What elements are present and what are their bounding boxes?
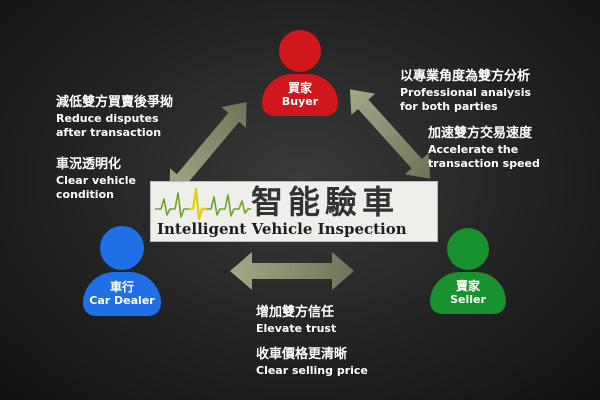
benefit-en-line1: Clear vehicle: [56, 174, 136, 187]
person-icon: [100, 226, 144, 270]
benefit-en-line1: Professional analysis: [400, 86, 532, 99]
car-dealer-label-en: Car Dealer: [89, 294, 155, 307]
benefit-en-line2: condition: [56, 188, 114, 201]
benefit-elevate-trust: 增加雙方信任 Elevate trust: [256, 304, 336, 336]
buyer-label-zh: 買家: [287, 81, 312, 95]
benefit-en-line1: Accelerate the: [428, 143, 519, 156]
benefit-zh: 以專業角度為雙方分析: [400, 69, 531, 84]
benefit-en: Clear selling price: [256, 364, 368, 377]
car-dealer-label-zh: 車行: [109, 280, 134, 294]
benefit-clear-price: 收車價格更清晰 Clear selling price: [256, 346, 368, 378]
seller-label-box: 賣家 Seller: [430, 272, 506, 314]
logo-banner: 智能驗車 Intelligent Vehicle Inspection: [150, 181, 438, 242]
logo-title-en: Intelligent Vehicle Inspection: [157, 220, 407, 238]
logo-title-zh: 智能驗車: [251, 183, 400, 221]
seller-label-en: Seller: [450, 293, 486, 306]
buyer-label-box: 買家 Buyer: [262, 74, 338, 116]
benefit-clear-condition: 車況透明化 Clear vehicle condition: [56, 156, 136, 202]
seller-node: 賣家 Seller: [430, 228, 506, 314]
benefit-en-line2: for both parties: [400, 100, 498, 113]
buyer-label-en: Buyer: [281, 95, 319, 108]
benefit-en-line2: after transaction: [56, 126, 162, 139]
benefit-en: Elevate trust: [256, 322, 337, 335]
person-icon: [447, 228, 489, 270]
benefit-zh: 加速雙方交易速度: [428, 126, 533, 141]
benefit-en-line1: Reduce disputes: [56, 112, 159, 125]
person-icon: [279, 30, 321, 72]
benefit-zh: 車況透明化: [56, 157, 122, 172]
benefit-reduce-disputes: 減低雙方買賣後爭拗 Reduce disputes after transact…: [56, 94, 173, 140]
double-arrow-icon: [169, 102, 247, 194]
car-dealer-node: 車行 Car Dealer: [83, 226, 161, 316]
buyer-node: 買家 Buyer: [262, 30, 338, 116]
double-arrow-icon: [230, 252, 354, 290]
double-arrow-icon: [349, 89, 431, 179]
benefit-zh: 增加雙方信任: [256, 305, 335, 320]
benefit-accelerate-speed: 加速雙方交易速度 Accelerate the transaction spee…: [428, 125, 540, 171]
benefit-zh: 收車價格更清晰: [256, 347, 348, 362]
benefit-en-line2: transaction speed: [428, 157, 540, 170]
heartbeat-pulse-icon: [155, 187, 251, 221]
benefit-professional-analysis: 以專業角度為雙方分析 Professional analysis for bot…: [400, 68, 531, 114]
seller-label-zh: 賣家: [455, 279, 480, 293]
benefit-zh: 減低雙方買賣後爭拗: [56, 95, 174, 110]
car-dealer-label-box: 車行 Car Dealer: [83, 272, 161, 316]
